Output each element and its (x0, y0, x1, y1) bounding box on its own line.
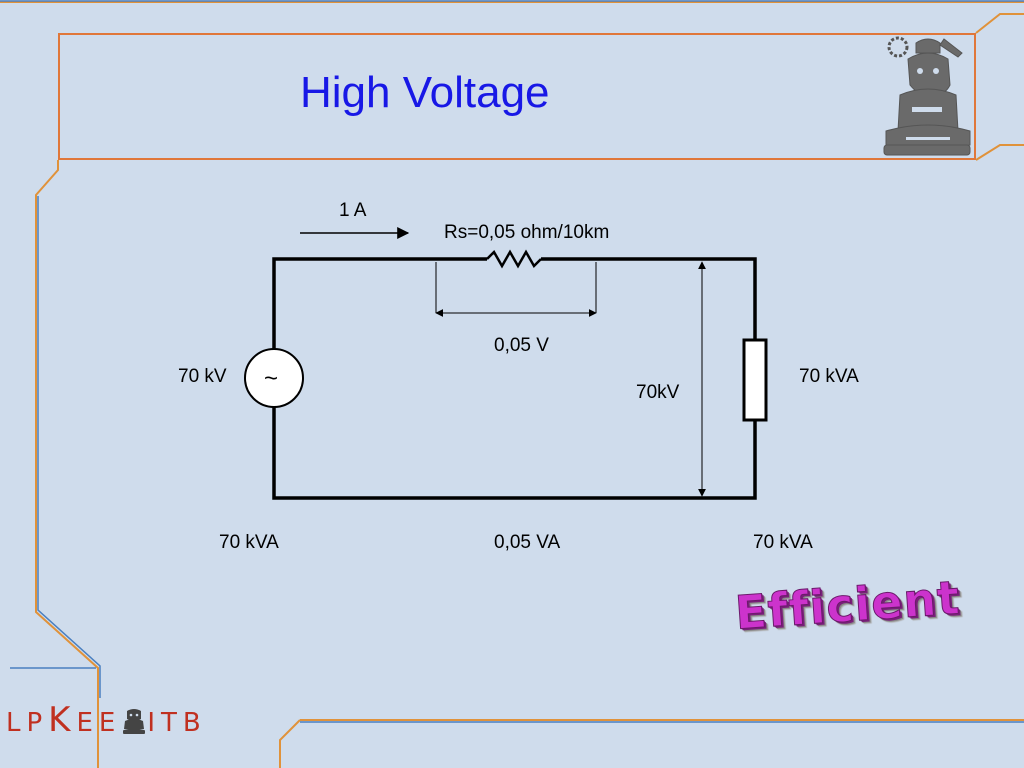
source-power-label: 70 kVA (219, 532, 279, 553)
footer-brand-itb: ITB (147, 708, 207, 738)
load-voltage-label: 70kV (636, 382, 680, 403)
line-loss-label: 0,05 VA (494, 532, 561, 553)
load-power-bottom-label: 70 kVA (753, 532, 813, 553)
page-title: High Voltage (300, 68, 550, 117)
load-power-label: 70 kVA (799, 366, 859, 387)
ac-source-glyph: ~ (264, 365, 279, 392)
resistor-label: Rs=0,05 ohm/10km (444, 222, 610, 243)
footer-brand: LPKEE ITB (6, 700, 207, 740)
current-label: 1 A (339, 200, 367, 221)
series-resistor-symbol (486, 249, 542, 269)
footer-brand-k: K (48, 700, 77, 740)
source-voltage-label: 70 kV (178, 366, 227, 387)
title-box (58, 33, 976, 160)
voltage-drop-label: 0,05 V (494, 335, 549, 356)
voltage-drop-dimension (435, 262, 597, 317)
circuit-wires (272, 257, 757, 500)
load-symbol (742, 338, 768, 422)
itb-ganesha-emblem-icon (883, 36, 971, 156)
footer-emblem-icon (121, 707, 147, 735)
footer-brand-ee: EE (76, 708, 122, 738)
footer-brand-lp: LP (6, 708, 49, 738)
ac-source-symbol (244, 348, 304, 408)
